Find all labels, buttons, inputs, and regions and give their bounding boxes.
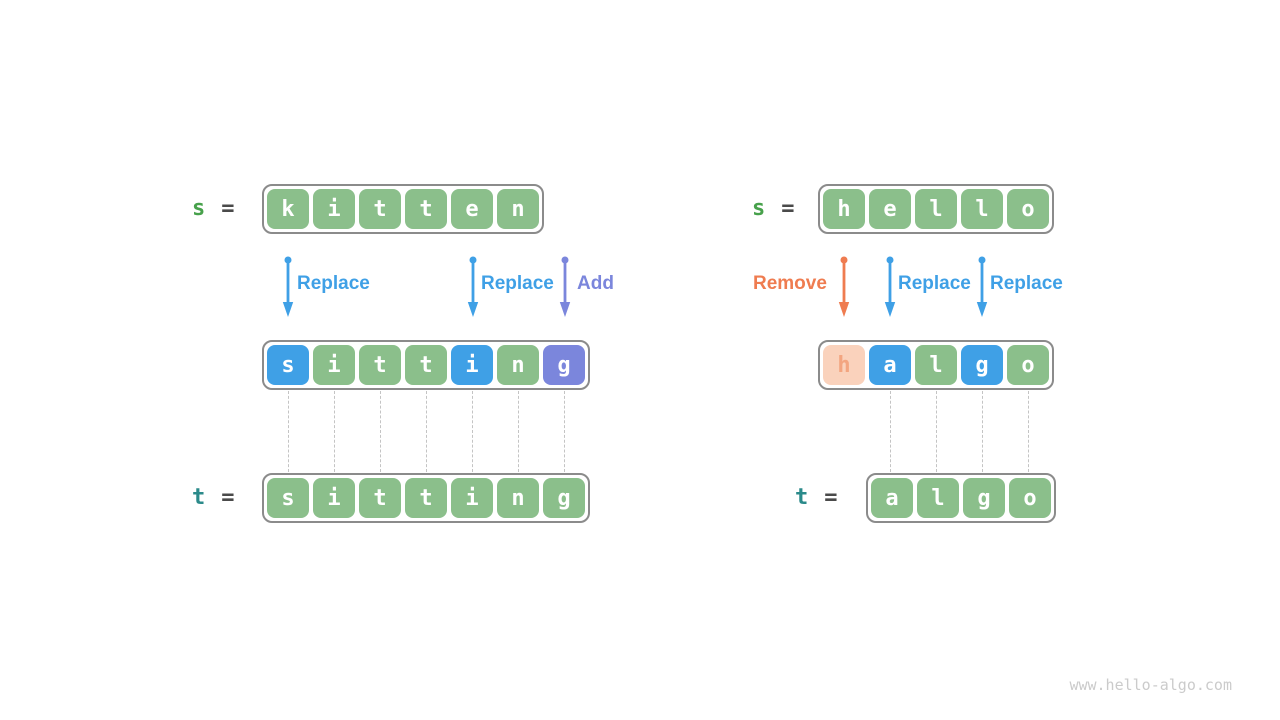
left-source-var-label: s = xyxy=(192,196,235,222)
left-target-string-box: s i t t i n g xyxy=(262,473,590,523)
add-arrow-icon xyxy=(558,256,572,318)
char-cell: o xyxy=(1009,478,1051,518)
char-cell: n xyxy=(497,189,539,229)
mapping-dashed-line xyxy=(890,391,891,472)
watermark-text: www.hello-algo.com xyxy=(1069,676,1232,694)
char-cell: e xyxy=(451,189,493,229)
char-cell: t xyxy=(359,345,401,385)
right-transformed-string-box: h a l g o xyxy=(818,340,1054,390)
mapping-dashed-line xyxy=(518,391,519,472)
char-cell: t xyxy=(359,189,401,229)
left-transformed-string-box: s i t t i n g xyxy=(262,340,590,390)
char-cell: n xyxy=(497,345,539,385)
right-source-var-label: s = xyxy=(752,196,795,222)
char-cell-replaced: s xyxy=(267,345,309,385)
char-cell-replaced: a xyxy=(869,345,911,385)
char-cell: g xyxy=(543,478,585,518)
equals-sign: = xyxy=(781,196,795,221)
mapping-dashed-line xyxy=(426,391,427,472)
char-cell: h xyxy=(823,189,865,229)
equals-sign: = xyxy=(221,485,235,510)
right-target-string-box: a l g o xyxy=(866,473,1056,523)
char-cell: k xyxy=(267,189,309,229)
char-cell: t xyxy=(405,189,447,229)
var-t-text: t xyxy=(795,485,809,510)
var-t-text: t xyxy=(192,485,206,510)
mapping-dashed-line xyxy=(1028,391,1029,472)
equals-sign: = xyxy=(824,485,838,510)
char-cell: t xyxy=(405,345,447,385)
remove-label: Remove xyxy=(753,273,827,294)
char-cell: i xyxy=(313,189,355,229)
char-cell: i xyxy=(313,345,355,385)
char-cell: l xyxy=(917,478,959,518)
var-s-text: s xyxy=(192,196,206,221)
char-cell: i xyxy=(451,478,493,518)
right-source-string-box: h e l l o xyxy=(818,184,1054,234)
left-source-string-box: k i t t e n xyxy=(262,184,544,234)
char-cell-replaced: g xyxy=(961,345,1003,385)
mapping-dashed-line xyxy=(564,391,565,472)
right-target-var-label: t = xyxy=(795,485,838,511)
char-cell: t xyxy=(405,478,447,518)
replace-label: Replace xyxy=(898,273,971,294)
mapping-dashed-line xyxy=(334,391,335,472)
char-cell: l xyxy=(915,189,957,229)
char-cell: n xyxy=(497,478,539,518)
char-cell: i xyxy=(313,478,355,518)
replace-arrow-icon xyxy=(281,256,295,318)
char-cell: s xyxy=(267,478,309,518)
replace-label: Replace xyxy=(297,273,370,294)
mapping-dashed-line xyxy=(982,391,983,472)
char-cell-replaced: i xyxy=(451,345,493,385)
mapping-dashed-line xyxy=(288,391,289,472)
char-cell-removed: h xyxy=(823,345,865,385)
var-s-text: s xyxy=(752,196,766,221)
char-cell: g xyxy=(963,478,1005,518)
char-cell-added: g xyxy=(543,345,585,385)
mapping-dashed-line xyxy=(472,391,473,472)
char-cell: l xyxy=(961,189,1003,229)
char-cell: o xyxy=(1007,345,1049,385)
replace-arrow-icon xyxy=(883,256,897,318)
equals-sign: = xyxy=(221,196,235,221)
replace-arrow-icon xyxy=(975,256,989,318)
char-cell: t xyxy=(359,478,401,518)
char-cell: o xyxy=(1007,189,1049,229)
mapping-dashed-line xyxy=(380,391,381,472)
remove-arrow-icon xyxy=(837,256,851,318)
replace-arrow-icon xyxy=(466,256,480,318)
left-target-var-label: t = xyxy=(192,485,235,511)
mapping-dashed-line xyxy=(936,391,937,472)
char-cell: l xyxy=(915,345,957,385)
replace-label: Replace xyxy=(481,273,554,294)
add-label: Add xyxy=(577,273,614,294)
replace-label: Replace xyxy=(990,273,1063,294)
char-cell: e xyxy=(869,189,911,229)
char-cell: a xyxy=(871,478,913,518)
